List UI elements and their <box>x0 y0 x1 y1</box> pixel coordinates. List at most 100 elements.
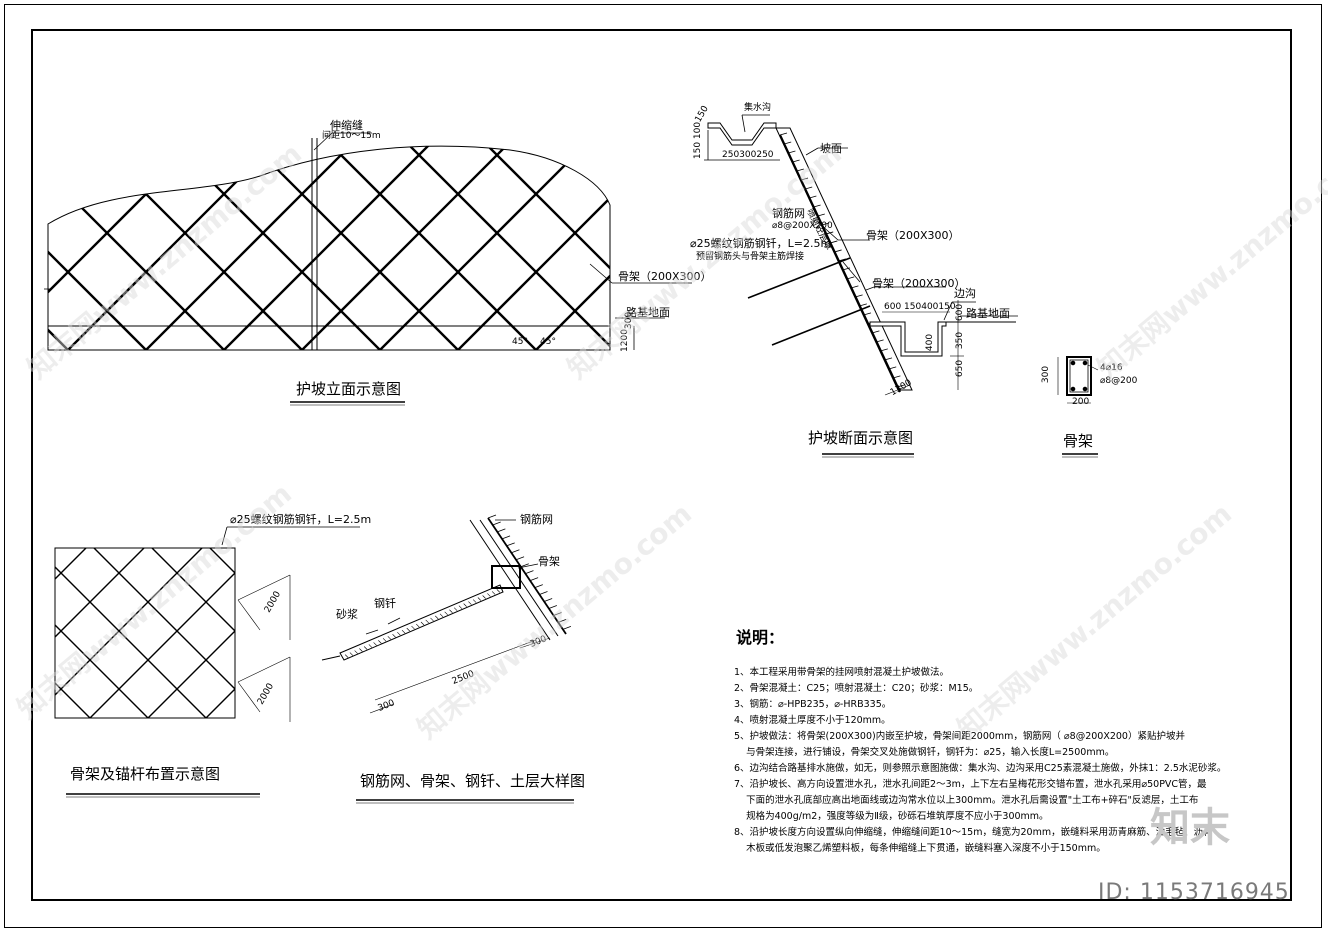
dim-350-label: 350 <box>955 331 966 350</box>
soil-hatch-tick <box>515 556 525 561</box>
mortar-hatch-tick <box>416 623 420 628</box>
notes-list: 1、本工程采用带骨架的挂网喷射混凝土护坡做法。 2、骨架混凝土：C25；喷射混凝… <box>734 668 1274 860</box>
slope-hatch-tick <box>834 249 842 253</box>
nail-bar <box>339 584 504 661</box>
slope-hatch-tick <box>859 303 867 307</box>
layout-plan-title: 骨架及锚杆布置示意图 <box>70 765 221 783</box>
mortar-hatch-tick <box>491 591 496 595</box>
side-dims-label: 600 150400150 <box>884 302 956 312</box>
frame-rebar-label: 4⌀16 <box>1100 363 1123 373</box>
soil-hatch-tick <box>558 619 567 623</box>
frame-leader <box>589 263 613 284</box>
section-view <box>704 114 1018 396</box>
frame-beam <box>145 146 407 350</box>
slope-hatch-tick <box>872 330 880 334</box>
mortar-hatch-tick <box>477 597 482 601</box>
frame-line <box>55 624 149 718</box>
mortar-hatch-tick <box>354 650 358 654</box>
frame-beam <box>275 146 537 350</box>
slope-hatch-tick <box>880 348 888 352</box>
note-line: 8、沿护坡长度方向设置纵向伸缩缝，伸缩缝间距10～15m，缝宽为20mm，嵌缝料… <box>734 827 1213 838</box>
note-line: 3、钢筋：⌀-HPB235，⌀-HRB335。 <box>734 699 892 710</box>
joint-label: 伸缩缝 <box>330 119 363 132</box>
mortar-hatch-tick <box>496 589 501 593</box>
joint-spacing-label: 间距10～15m <box>322 131 381 141</box>
note-line: 4、喷射混凝土厚度不小于120mm。 <box>734 715 891 726</box>
section-mesh-label: 钢筋网 <box>772 207 805 220</box>
soil-hatch-tick <box>529 577 539 582</box>
frame-line <box>55 548 145 638</box>
side-ditch <box>869 321 947 357</box>
frame-line <box>151 548 235 632</box>
frame-beam <box>457 146 610 350</box>
mortar-hatch-tick <box>349 652 354 656</box>
mortar-hatch-tick <box>472 599 477 603</box>
slope-hatch-tick <box>800 177 809 181</box>
mortar-hatch-tick <box>363 646 368 650</box>
slope-hatch-tick <box>792 159 800 163</box>
frame-beam <box>48 146 225 350</box>
soil-hatch-tick <box>544 598 553 602</box>
frame-stirrup-label: ⌀8@200 <box>1100 376 1138 386</box>
frame-beam <box>67 146 329 350</box>
section-mesh-spec: ⌀8@200X200 <box>772 221 833 231</box>
frame-width-label: 200 <box>1072 397 1090 407</box>
dim-600-label: 600 <box>955 303 966 322</box>
ditch-label: 集水沟 <box>744 103 772 113</box>
frame-beam <box>353 146 610 350</box>
notes-title: 说明： <box>736 628 785 647</box>
anchor-2 <box>771 305 871 346</box>
detail-title: 钢筋网、骨架、钢钎、土层大样图 <box>360 772 586 790</box>
detail-frame-label: 骨架 <box>538 555 560 568</box>
slope-hatch-tick <box>884 357 893 361</box>
plan-grid <box>55 538 444 718</box>
mortar-hatch-tick <box>439 613 444 618</box>
slope-hatch-tick <box>796 168 804 172</box>
frame-beam <box>48 146 303 350</box>
slope-hatch-tick <box>813 204 821 208</box>
mortar-hatch-tick <box>420 621 425 626</box>
frame-beam <box>0 90 16 350</box>
frame-height-label: 300 <box>1041 365 1052 384</box>
detail-nail-label: 钢钎 <box>374 597 396 610</box>
slope-hatch-tick <box>788 150 796 154</box>
top-dims-label: 150 100 <box>693 121 704 160</box>
frame-beam <box>223 146 485 350</box>
mortar-hatch-tick <box>378 640 382 644</box>
elevation-title: 护坡立面示意图 <box>296 380 402 398</box>
frame-beam <box>48 146 69 350</box>
mortar-hatch-tick <box>401 629 406 634</box>
ditch-dims-label: 250300250 <box>722 150 774 160</box>
note-line: 7、沿护坡长、高方向设置泄水孔，泄水孔间距2～3m，上下左右呈梅花形交错布置，泄… <box>734 779 1207 790</box>
section-title: 护坡断面示意图 <box>808 429 914 447</box>
mortar-hatch-tick <box>458 605 463 609</box>
angle-label-1: 45° <box>512 337 528 347</box>
note-line: 与骨架连接，进行铺设，骨架交叉处施做钢钎，钢钎为：⌀25，输入长度L=2500m… <box>734 747 1115 758</box>
frame-line <box>264 538 444 718</box>
frame-beam <box>197 146 459 350</box>
soil-hatch-tick <box>553 612 562 616</box>
slope-hatch-tick <box>847 276 855 280</box>
frame-line <box>55 682 91 718</box>
soil-hatch-tick <box>539 591 548 595</box>
slope-hatch-tick <box>817 213 825 217</box>
mortar-hatch-tick <box>397 631 401 636</box>
mortar-hatch-tick <box>387 636 392 640</box>
layout-plan <box>54 526 444 722</box>
slope-hatch-tick <box>821 222 830 226</box>
plan-nail-label: ⌀25螺纹钢筋钢钎，L=2.5m <box>230 513 372 526</box>
mortar-hatch-tick <box>425 619 429 624</box>
frame-line <box>89 572 235 718</box>
slope-hatch-tick <box>855 294 863 298</box>
side-ditch-label: 边沟 <box>954 287 976 300</box>
section-nail-label: ⌀25螺纹钢筋钢钎，L=2.5m <box>690 237 832 250</box>
frame-line <box>55 548 203 696</box>
soil-hatch-tick <box>497 528 506 533</box>
soil-hatch-tick <box>492 521 501 526</box>
slope-hatch-tick <box>805 186 813 190</box>
joint-leader <box>313 132 333 151</box>
mortar-hatch-tick <box>382 638 387 642</box>
soil-hatch-tick <box>562 625 572 630</box>
elevation-ground-label: 路基地面 <box>626 306 670 319</box>
mortar-hatch-tick <box>411 625 415 630</box>
